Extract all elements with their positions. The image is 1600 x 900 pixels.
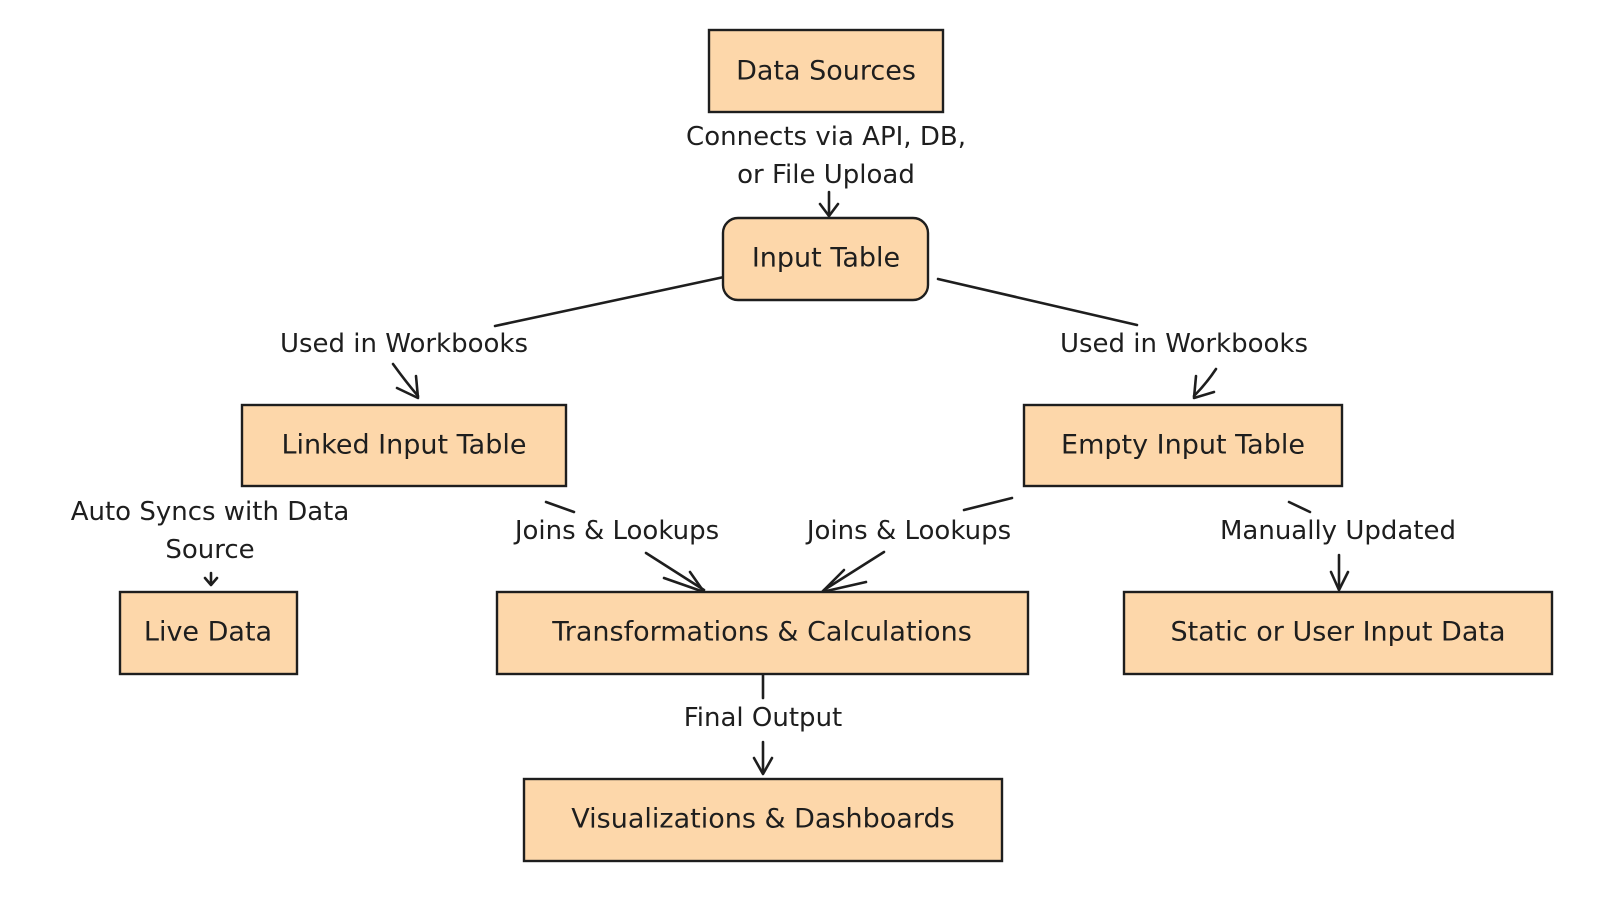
- node-input-table: Input Table: [721, 216, 930, 302]
- edge-empty-to-static: [1287, 500, 1350, 592]
- edge-data-sources-to-input-table: [818, 190, 840, 218]
- node-live-data-label: Live Data: [144, 617, 272, 648]
- node-visualizations-label: Visualizations & Dashboards: [571, 804, 954, 835]
- edge-label-used-in-workbooks-left: Used in Workbooks: [280, 329, 528, 359]
- edge-label-auto-syncs-line1: Auto Syncs with Data: [71, 497, 350, 527]
- edge-label-auto-syncs-line2: Source: [165, 535, 254, 565]
- node-empty-input-table-label: Empty Input Table: [1061, 430, 1305, 461]
- node-linked-input-table: Linked Input Table: [240, 403, 568, 488]
- node-static-data-label: Static or User Input Data: [1170, 617, 1505, 648]
- edge-label-joins-left: Joins & Lookups: [513, 516, 719, 546]
- edge-label-connects-line2: or File Upload: [737, 160, 915, 190]
- edge-input-table-to-empty: [936, 277, 1218, 400]
- edge-label-used-in-workbooks-right: Used in Workbooks: [1060, 329, 1308, 359]
- node-data-sources: Data Sources: [707, 28, 945, 114]
- node-transformations: Transformations & Calculations: [495, 590, 1030, 676]
- edge-label-joins-right: Joins & Lookups: [805, 516, 1011, 546]
- edge-label-final-output: Final Output: [684, 703, 843, 733]
- node-linked-input-table-label: Linked Input Table: [282, 430, 527, 461]
- edge-label-connects-line1: Connects via API, DB,: [686, 122, 966, 152]
- node-live-data: Live Data: [118, 590, 299, 676]
- node-transformations-label: Transformations & Calculations: [551, 617, 972, 648]
- edge-input-table-to-linked: [391, 275, 726, 400]
- node-visualizations: Visualizations & Dashboards: [522, 777, 1004, 863]
- node-input-table-label: Input Table: [752, 243, 900, 274]
- node-data-sources-label: Data Sources: [736, 56, 916, 87]
- node-static-data: Static or User Input Data: [1122, 590, 1554, 676]
- edge-linked-to-live-data: [203, 571, 219, 587]
- node-empty-input-table: Empty Input Table: [1022, 403, 1344, 488]
- edge-label-manually-updated: Manually Updated: [1220, 516, 1456, 546]
